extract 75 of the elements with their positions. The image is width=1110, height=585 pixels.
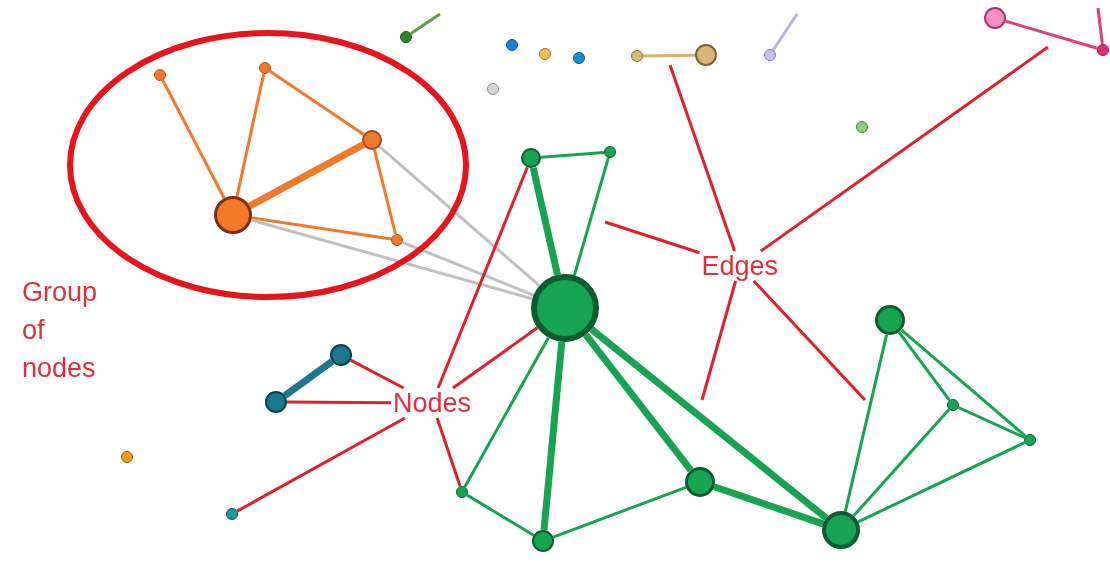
group-label: Group of nodes — [22, 276, 99, 385]
annotation-label: Edges — [701, 247, 779, 285]
network-edge — [378, 145, 541, 287]
network-edge — [529, 167, 561, 276]
network-edge — [897, 331, 951, 402]
node-circle — [1024, 434, 1036, 446]
node-circle — [695, 44, 717, 66]
node-circle — [604, 146, 616, 158]
network-edge — [540, 151, 605, 159]
node-circle — [521, 148, 541, 168]
network-edge — [713, 483, 825, 528]
network-edge — [540, 341, 566, 531]
network-edge — [1096, 7, 1104, 45]
node-circle — [506, 39, 518, 51]
node-circle — [532, 530, 554, 552]
node-circle — [1097, 44, 1109, 56]
node-circle — [984, 7, 1006, 29]
network-edge — [900, 328, 1027, 438]
network-edge — [466, 493, 535, 537]
leader-line — [436, 166, 529, 389]
leader-line — [287, 400, 391, 405]
node-circle — [154, 69, 166, 81]
network-edge — [857, 441, 1026, 524]
network-edge — [269, 70, 365, 136]
node-circle — [259, 62, 271, 74]
network-edge — [372, 149, 397, 235]
leader-line — [760, 45, 1049, 253]
network-edge — [1005, 19, 1098, 50]
network-edge — [957, 406, 1026, 439]
network-edge — [282, 358, 335, 399]
leader-line — [668, 64, 736, 252]
node-circle — [391, 234, 403, 246]
network-edge — [463, 336, 550, 488]
network-edge — [402, 240, 535, 297]
node-circle — [265, 391, 287, 413]
network-edge — [251, 216, 392, 241]
network-edge — [852, 408, 951, 517]
node-circle — [947, 399, 959, 411]
node-circle — [121, 451, 133, 463]
node-circle — [573, 52, 585, 64]
leader-line — [350, 358, 405, 390]
node-circle — [456, 486, 468, 498]
network-edge — [772, 13, 799, 51]
node-circle — [539, 48, 551, 60]
network-edge — [642, 53, 696, 58]
network-edge — [843, 334, 889, 512]
network-edge — [250, 218, 533, 301]
network-edge — [235, 73, 266, 197]
network-edge — [583, 332, 694, 473]
network-edge — [572, 157, 610, 276]
node-circle — [330, 344, 352, 366]
node-circle — [214, 196, 252, 234]
annotation-label: Nodes — [393, 384, 472, 422]
node-circle — [362, 130, 382, 150]
node-circle — [400, 31, 412, 43]
node-circle — [764, 49, 776, 61]
node-circle — [631, 50, 643, 62]
network-edge — [248, 141, 365, 210]
node-circle — [531, 274, 599, 342]
network-edge — [552, 485, 687, 539]
leader-line — [700, 280, 738, 401]
network-edge — [161, 79, 226, 199]
node-circle — [856, 121, 868, 133]
network-edge — [410, 12, 441, 35]
node-circle — [822, 511, 860, 549]
node-circle — [685, 467, 715, 497]
leader-line — [236, 416, 406, 513]
node-circle — [875, 305, 905, 335]
leader-line — [752, 279, 867, 402]
leader-line — [452, 326, 539, 390]
leader-line — [435, 417, 462, 487]
node-circle — [226, 508, 238, 520]
node-circle — [487, 83, 499, 95]
leader-line — [604, 220, 700, 255]
network-edge — [589, 326, 829, 521]
